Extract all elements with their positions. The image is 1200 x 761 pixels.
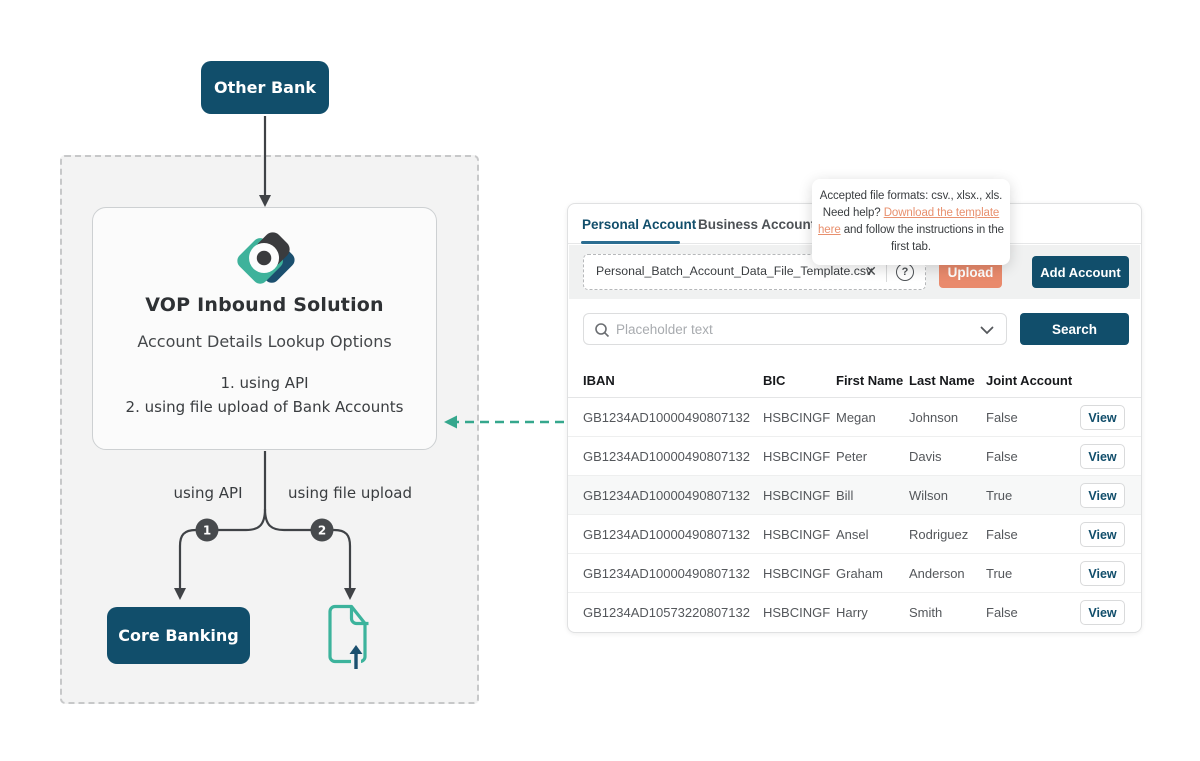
cell-iban: GB1234AD10000490807132 bbox=[583, 527, 750, 542]
cell-joint-account: False bbox=[986, 410, 1018, 425]
search-input[interactable] bbox=[616, 314, 966, 344]
download-template-link[interactable]: Download the template here bbox=[818, 207, 1000, 236]
table-row: GB1234AD10000490807132 HSBCINGF Ansel Ro… bbox=[568, 515, 1141, 554]
cell-bic: HSBCINGF bbox=[763, 410, 831, 425]
file-format-tooltip: Accepted file formats: csv., xlsx., xls.… bbox=[812, 179, 1010, 265]
solution-option-file-upload: 2. using file upload of Bank Accounts bbox=[125, 398, 404, 416]
cell-first-name: Ansel bbox=[836, 527, 869, 542]
view-button[interactable]: View bbox=[1080, 561, 1125, 586]
cell-bic: HSBCINGF bbox=[763, 527, 831, 542]
branch-label-api: using API bbox=[173, 484, 243, 502]
cell-bic: HSBCINGF bbox=[763, 488, 831, 503]
active-tab-underline bbox=[581, 241, 680, 244]
tooltip-line2: Need help? Download the template here an… bbox=[818, 207, 1004, 253]
cell-last-name: Smith bbox=[909, 605, 943, 620]
vop-solution-node: VOP Inbound Solution Account Details Loo… bbox=[92, 207, 437, 450]
chevron-down-icon[interactable] bbox=[980, 326, 994, 335]
cell-first-name: Megan bbox=[836, 410, 876, 425]
core-banking-node[interactable]: Core Banking bbox=[107, 607, 250, 664]
cell-joint-account: False bbox=[986, 449, 1018, 464]
cell-iban: GB1234AD10000490807132 bbox=[583, 566, 750, 581]
cell-last-name: Wilson bbox=[909, 488, 949, 503]
solution-subtitle: Account Details Lookup Options bbox=[137, 332, 392, 351]
cell-iban: GB1234AD10000490807132 bbox=[583, 488, 750, 503]
view-button[interactable]: View bbox=[1080, 405, 1125, 430]
header-first-name: First Name bbox=[836, 373, 904, 388]
cell-first-name: Peter bbox=[836, 449, 868, 464]
cell-iban: GB1234AD10573220807132 bbox=[583, 605, 750, 620]
cell-last-name: Davis bbox=[909, 449, 942, 464]
cell-first-name: Harry bbox=[836, 605, 868, 620]
header-iban: IBAN bbox=[583, 373, 615, 388]
clear-file-icon[interactable]: ✕ bbox=[865, 263, 877, 279]
solution-title: VOP Inbound Solution bbox=[145, 294, 384, 316]
search-button[interactable]: Search bbox=[1020, 313, 1129, 345]
tooltip-line1: Accepted file formats: csv., xlsx., xls. bbox=[819, 190, 1003, 202]
accounts-panel: Personal Account Business Account Person… bbox=[567, 203, 1142, 633]
cell-joint-account: True bbox=[986, 566, 1013, 581]
cell-joint-account: False bbox=[986, 605, 1018, 620]
cell-last-name: Rodriguez bbox=[909, 527, 969, 542]
table-row: GB1234AD10000490807132 HSBCINGF Peter Da… bbox=[568, 437, 1141, 476]
cell-joint-account: True bbox=[986, 488, 1013, 503]
other-bank-node[interactable]: Other Bank bbox=[201, 61, 329, 114]
cell-bic: HSBCINGF bbox=[763, 566, 831, 581]
cell-last-name: Johnson bbox=[909, 410, 959, 425]
header-last-name: Last Name bbox=[909, 373, 975, 388]
selected-filename: Personal_Batch_Account_Data_File_Templat… bbox=[596, 264, 873, 278]
cell-joint-account: False bbox=[986, 527, 1018, 542]
branch-label-file-upload: using file upload bbox=[288, 484, 412, 502]
divider bbox=[886, 262, 887, 282]
view-button[interactable]: View bbox=[1080, 522, 1125, 547]
cell-bic: HSBCINGF bbox=[763, 449, 831, 464]
cell-last-name: Anderson bbox=[909, 566, 965, 581]
cell-first-name: Bill bbox=[836, 488, 854, 503]
search-icon bbox=[595, 323, 610, 338]
add-account-button[interactable]: Add Account bbox=[1032, 256, 1129, 288]
cell-bic: HSBCINGF bbox=[763, 605, 831, 620]
table-row: GB1234AD10000490807132 HSBCINGF Megan Jo… bbox=[568, 398, 1141, 437]
header-joint-account: Joint Account bbox=[986, 373, 1073, 388]
cell-iban: GB1234AD10000490807132 bbox=[583, 449, 750, 464]
header-bic: BIC bbox=[763, 373, 786, 388]
vop-logo-icon bbox=[236, 232, 295, 284]
search-field[interactable] bbox=[583, 313, 1007, 345]
solution-option-api: 1. using API bbox=[220, 374, 309, 392]
table-header: IBAN BIC First Name Last Name Joint Acco… bbox=[568, 361, 1141, 398]
table-row: GB1234AD10000490807132 HSBCINGF Graham A… bbox=[568, 554, 1141, 593]
table-body: GB1234AD10000490807132 HSBCINGF Megan Jo… bbox=[568, 398, 1141, 632]
view-button[interactable]: View bbox=[1080, 600, 1125, 625]
help-icon[interactable]: ? bbox=[896, 263, 914, 281]
cell-iban: GB1234AD10000490807132 bbox=[583, 410, 750, 425]
view-button[interactable]: View bbox=[1080, 444, 1125, 469]
cell-first-name: Graham bbox=[836, 566, 883, 581]
tab-personal-account[interactable]: Personal Account bbox=[582, 217, 697, 232]
table-row: GB1234AD10573220807132 HSBCINGF Harry Sm… bbox=[568, 593, 1141, 632]
tab-business-account[interactable]: Business Account bbox=[698, 217, 816, 232]
view-button[interactable]: View bbox=[1080, 483, 1125, 508]
table-row: GB1234AD10000490807132 HSBCINGF Bill Wil… bbox=[568, 476, 1141, 515]
